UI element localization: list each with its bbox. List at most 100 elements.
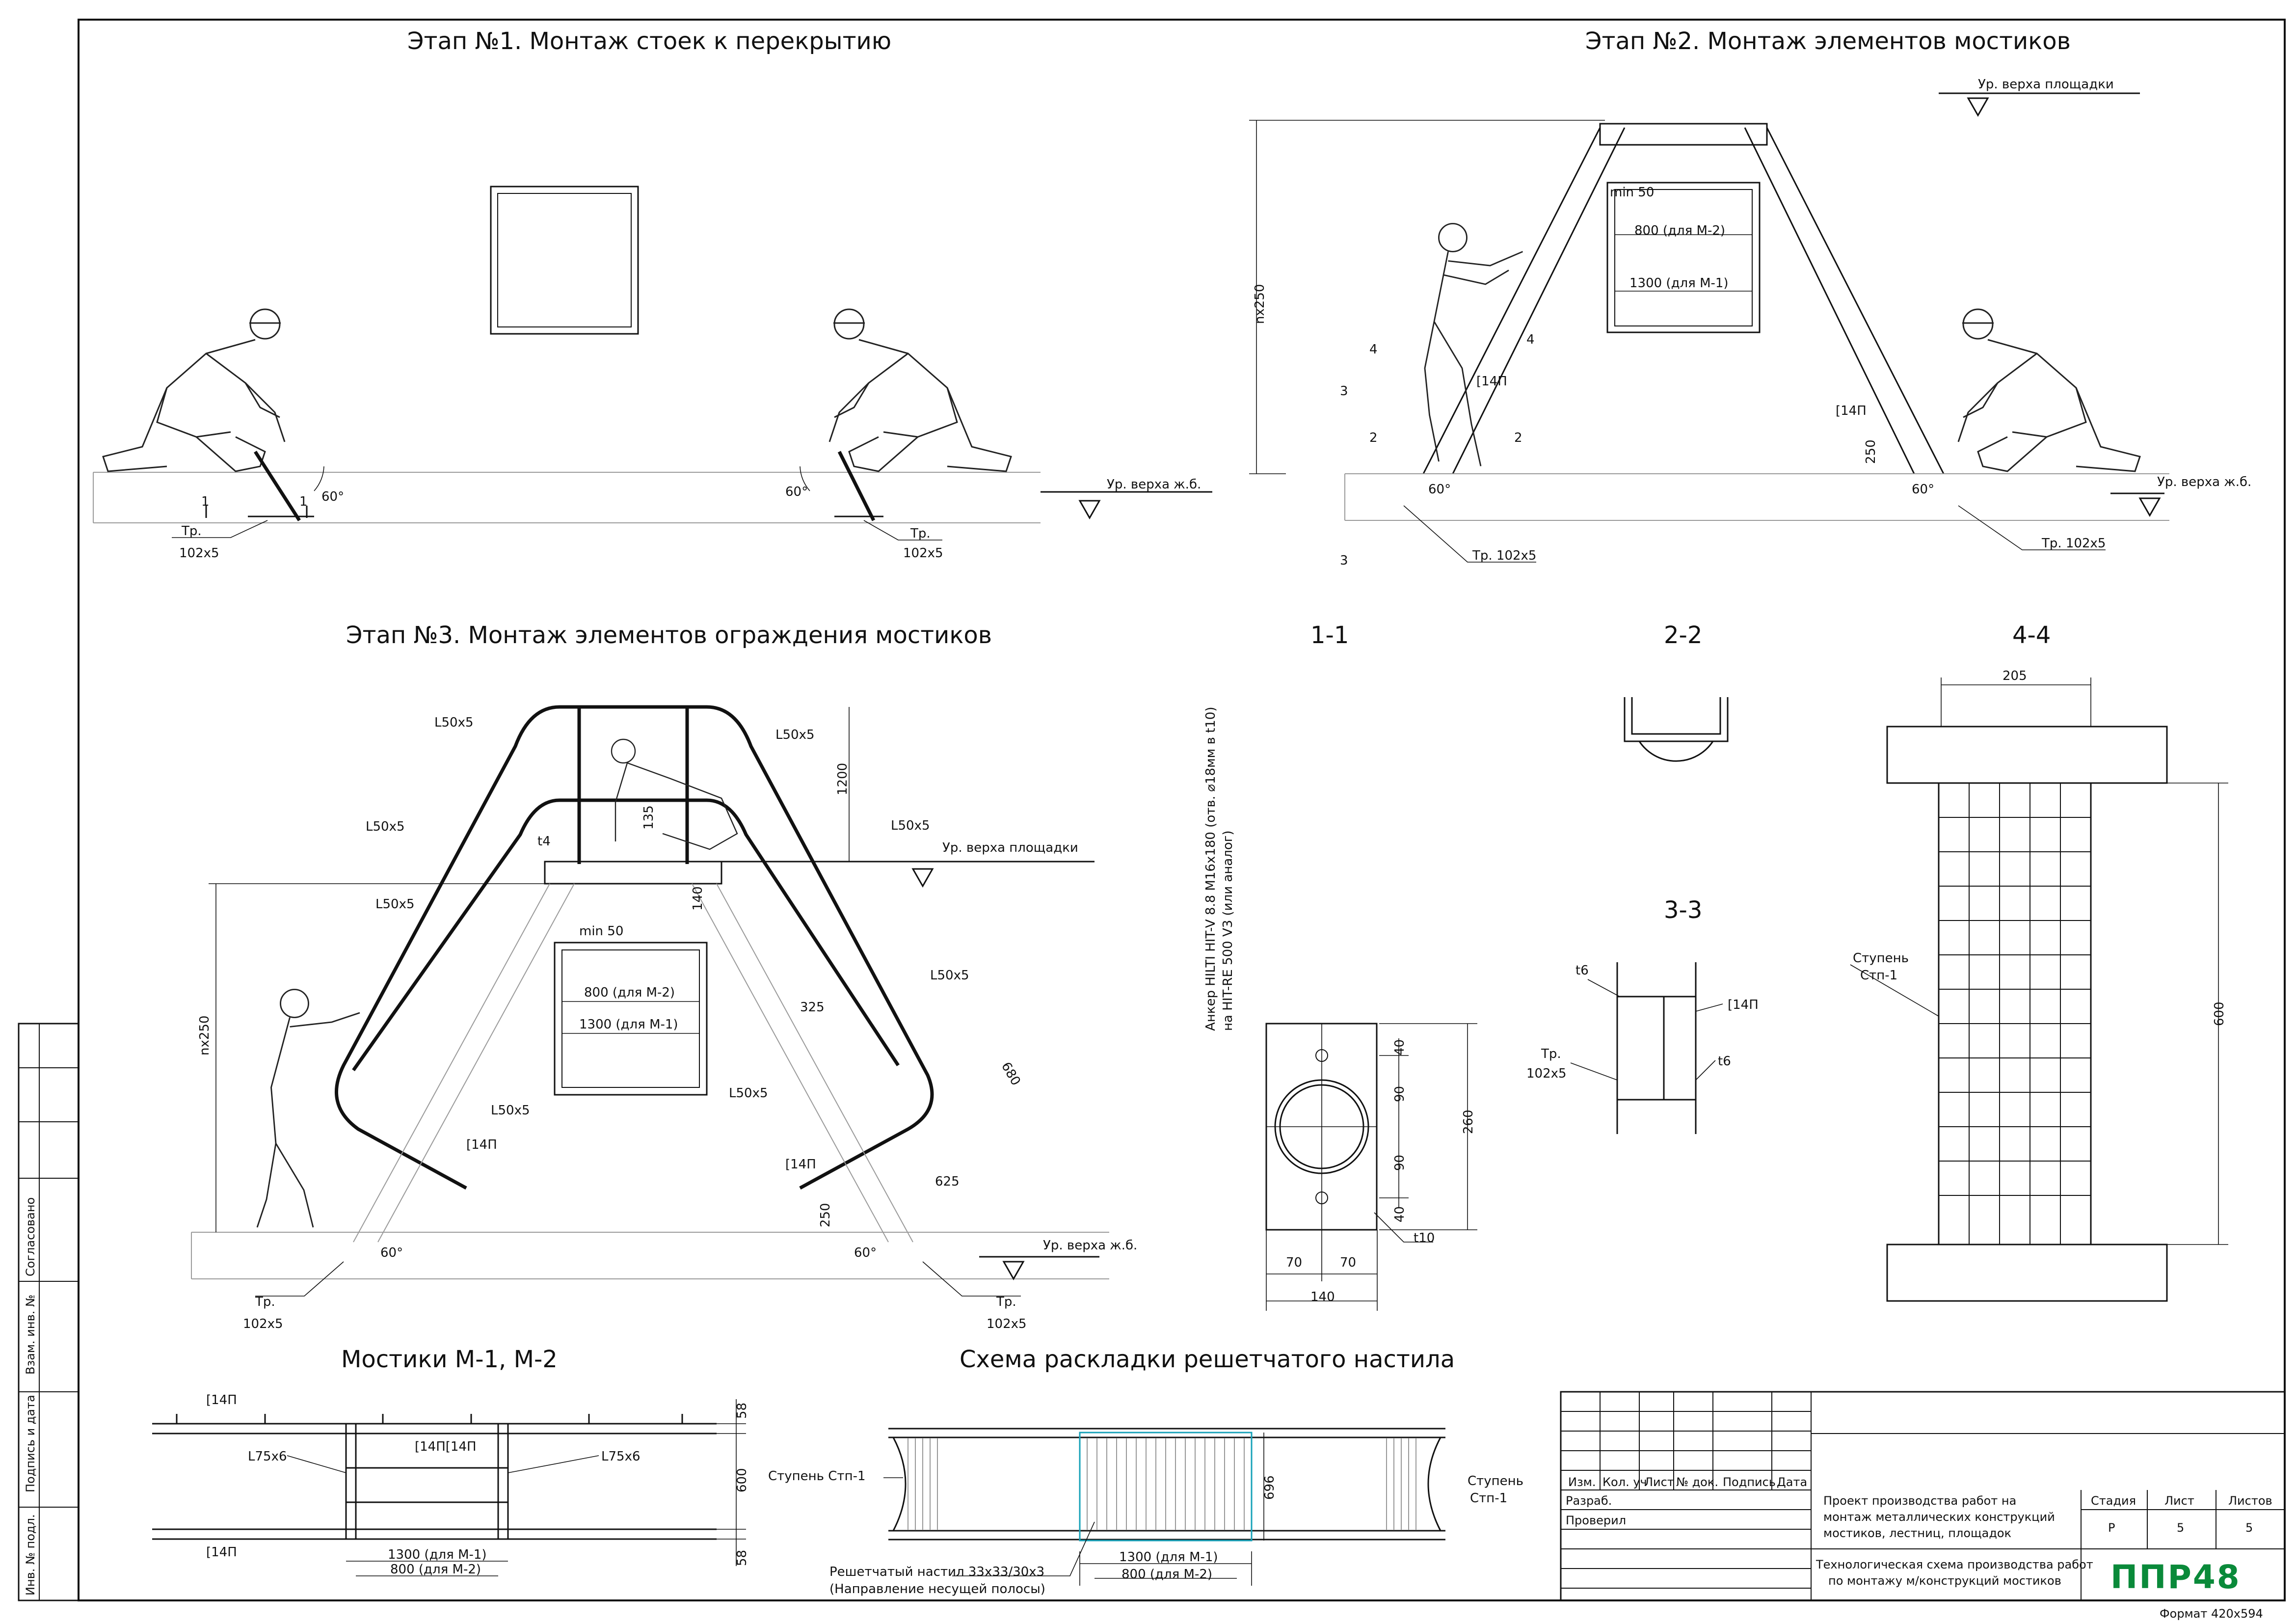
sheets-value: 5	[2245, 1521, 2253, 1535]
dim-140: 140	[691, 886, 705, 911]
min-dim: min 50	[1610, 185, 1654, 200]
stamp-header: Изм.	[1568, 1475, 1596, 1489]
dim-90: 90	[1392, 1155, 1407, 1171]
worker-figure	[102, 308, 286, 472]
angle-label: L75х6	[248, 1449, 287, 1464]
plate-label: t10	[1414, 1231, 1435, 1245]
angle-label: 60°	[1428, 482, 1451, 497]
dim-260: 260	[1461, 1110, 1476, 1134]
pipe-label: Тр. 102х5	[1472, 548, 1536, 563]
pipe-label: Тр.	[910, 526, 931, 541]
bridges-plan: Мостики М-1, М-2 58 600 58 [14П [14П [14…	[152, 1346, 749, 1577]
dim-600: 600	[735, 1468, 749, 1492]
dim-40: 40	[1392, 1039, 1407, 1056]
height-dim: nх250	[1253, 284, 1267, 325]
height-dim: nх250	[197, 1016, 212, 1056]
dim-325: 325	[800, 1000, 825, 1015]
dim-58: 58	[735, 1403, 749, 1419]
cut-mark: 1	[299, 494, 308, 509]
worker-figure	[611, 738, 738, 850]
dim-680: 680	[998, 1060, 1023, 1088]
format-label: Формат 420х594	[2160, 1607, 2263, 1621]
section-3-3: 3-3 t6 t6 [14П Тр. 102х5	[1526, 896, 1759, 1134]
stage-header: Стадия	[2091, 1494, 2136, 1508]
channel-label: [14П	[466, 1137, 497, 1152]
dim-1200: 1200	[835, 763, 850, 795]
pipe-size: 102х5	[1526, 1066, 1567, 1081]
pipe-size: 102х5	[243, 1317, 283, 1331]
worker-figure	[256, 989, 360, 1228]
angle-label: L50х5	[930, 968, 969, 983]
side-stamp: Согласовано Взам. инв. № Подпись и дата …	[18, 1023, 80, 1601]
side-stamp-label: Согласовано	[24, 1197, 37, 1276]
level-label: Ур. верха ж.б.	[2157, 475, 2251, 489]
channel-label: [14П	[206, 1393, 237, 1407]
angle-label: L50х5	[491, 1103, 530, 1118]
section-title: 4-4	[2012, 622, 2051, 649]
pipe-label: Тр.	[1541, 1047, 1561, 1061]
sheet-frame	[78, 19, 2286, 1601]
angle-label: L50х5	[775, 728, 815, 742]
channel-label: [14П	[1836, 404, 1867, 418]
angle-label: L50х5	[434, 715, 474, 730]
worker-figure	[1424, 223, 1523, 466]
stage-1-angle: 60°	[321, 489, 344, 504]
channel-label: [14П	[785, 1157, 816, 1172]
step-code: Стп-1	[1860, 968, 1897, 983]
width-m2: 800 (для М-2)	[1121, 1567, 1212, 1582]
bridges-title: Мостики М-1, М-2	[341, 1346, 558, 1373]
sheets-header: Листов	[2228, 1494, 2272, 1508]
width-m1: 1300 (для М-1)	[1119, 1550, 1218, 1565]
dim-205: 205	[2002, 669, 2027, 683]
project-title: монтаж металлических конструкций	[1823, 1510, 2055, 1524]
step-code: Стп-1	[1470, 1491, 1507, 1506]
section-2-2: 2-2	[1624, 622, 1729, 762]
side-stamp-label: Инв. № подл.	[24, 1514, 37, 1596]
stage-1-opening	[490, 186, 639, 335]
width-m2: 800 (для М-2)	[390, 1562, 481, 1577]
side-stamp-label: Взам. инв. №	[24, 1295, 37, 1375]
cut-mark: 2	[1369, 431, 1378, 445]
pipe-label: Тр.	[996, 1295, 1016, 1309]
company-logo: ППР48	[2110, 1558, 2241, 1596]
dim-40: 40	[1392, 1206, 1407, 1222]
cut-mark: 3	[1340, 553, 1348, 568]
cut-mark: 3	[1340, 384, 1348, 399]
stage-1-angle: 60°	[785, 485, 808, 499]
section-1-1: 1-1 Анкер HILTI HIT-V 8.8 М16х180 (отв. …	[1203, 622, 1477, 1311]
dim-140: 140	[1310, 1290, 1335, 1304]
pipe-label: Тр. 102х5	[2041, 536, 2106, 551]
stamp-role: Разраб.	[1566, 1494, 1612, 1508]
pipe-size: 102х5	[179, 546, 219, 561]
cut-mark: 2	[1514, 431, 1522, 445]
angle-label: L75х6	[601, 1449, 641, 1464]
title-block: Изм. Кол. уч Лист № док. Подпись Дата Ра…	[1560, 1391, 2286, 1621]
sheet-title: Технологическая схема производства работ	[1815, 1558, 2093, 1571]
level-label: Ур. верха площадки	[1978, 77, 2114, 92]
dim-135: 135	[641, 805, 656, 830]
sheet-header: Лист	[2164, 1494, 2194, 1508]
width-m1: 1300 (для М-1)	[388, 1547, 487, 1562]
cut-mark: 4	[1526, 332, 1535, 347]
grating-title: Схема раскладки решетчатого настила	[960, 1346, 1455, 1373]
angle-label: L50х5	[366, 819, 405, 834]
pipe-label: Тр.	[181, 524, 202, 539]
width-m2: 800 (для М-2)	[584, 985, 675, 1000]
stage-1-post	[837, 451, 876, 521]
anchor-note: на HIT-RE 500 V3 (или аналог)	[1221, 830, 1235, 1031]
cut-mark: 4	[1369, 342, 1378, 357]
stamp-header: Лист	[1644, 1475, 1674, 1489]
stage-1-title: Этап №1. Монтаж стоек к перекрытию	[407, 27, 891, 55]
anchor-note: Анкер HILTI HIT-V 8.8 М16х180 (отв. ⌀18м…	[1203, 706, 1218, 1031]
angle-label: 60°	[1912, 482, 1934, 497]
stage-2-title: Этап №2. Монтаж элементов мостиков	[1585, 27, 2071, 55]
sheet-title: по монтажу м/конструкций мостиков	[1828, 1574, 2061, 1588]
dim-250: 250	[1864, 439, 1878, 464]
level-label: Ур. верха ж.б.	[1107, 477, 1201, 492]
stage-1-post	[254, 451, 301, 521]
channel-label: [14П	[1476, 374, 1507, 389]
grating-note: Решетчатый настил 33х33/30х3	[829, 1565, 1044, 1579]
stage-3-title: Этап №3. Монтаж элементов ограждения мос…	[346, 622, 992, 649]
section-title: 3-3	[1664, 896, 1702, 924]
